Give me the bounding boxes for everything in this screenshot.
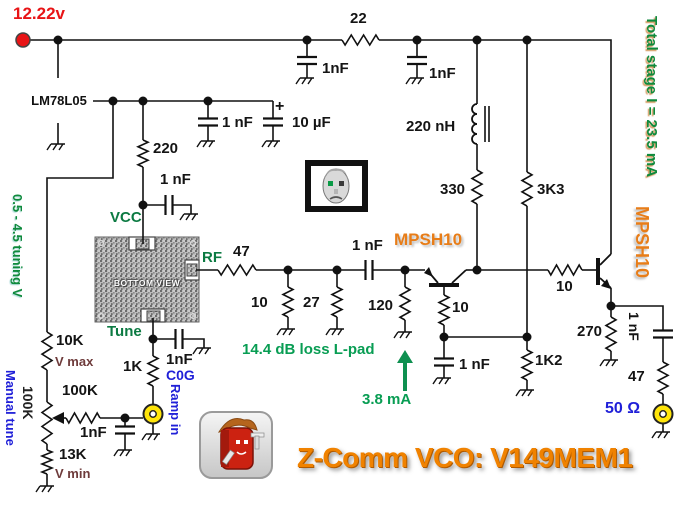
resistor <box>217 263 257 277</box>
resistor <box>281 286 295 318</box>
capacitor <box>164 195 174 215</box>
junction-dot <box>283 265 293 275</box>
vco-package <box>94 236 200 323</box>
resistor <box>40 401 54 445</box>
capacitor <box>174 329 184 349</box>
pixel-face-icon <box>305 160 368 212</box>
pixel-toolman-icon <box>199 411 273 479</box>
supply-terminal <box>15 32 31 48</box>
resistor <box>136 139 150 168</box>
current-arrow-shaft <box>403 363 407 391</box>
resistor <box>39 449 55 475</box>
inductor-core <box>484 106 490 142</box>
junction-dot <box>439 332 449 342</box>
ground-symbol <box>261 140 280 148</box>
wire <box>173 204 192 214</box>
pot-wiper-arrow <box>52 412 64 424</box>
junction-dot <box>400 265 410 275</box>
q1-collector-lead <box>451 269 467 284</box>
resistor <box>398 286 412 321</box>
junction-dot <box>606 301 616 311</box>
junction-dot <box>522 35 532 45</box>
resistor <box>547 263 583 277</box>
junction-dot <box>472 35 482 45</box>
rf-output-connector-center <box>659 410 667 418</box>
capacitor <box>198 117 218 127</box>
ground-symbol <box>113 449 132 457</box>
vco-vcc-pin <box>128 236 156 251</box>
capacitor <box>407 55 427 66</box>
ground-symbol <box>325 328 344 336</box>
junction-dot <box>108 96 118 106</box>
ground-symbol <box>515 389 534 397</box>
q2-arrow <box>601 279 611 289</box>
ground-symbol <box>432 377 451 385</box>
capacitor <box>115 425 135 435</box>
resistor <box>146 355 160 387</box>
resistor <box>604 316 618 352</box>
current-arrow-head <box>397 350 413 363</box>
junction-dot <box>138 200 148 210</box>
ground-symbol <box>141 433 160 441</box>
q1-arrow <box>424 267 433 277</box>
resistor <box>656 361 670 395</box>
ground-symbol <box>651 431 670 439</box>
junction-dot <box>148 334 158 344</box>
resistor <box>40 331 54 371</box>
junction-dot <box>120 413 130 423</box>
ground-symbol <box>599 359 618 367</box>
capacitor <box>434 357 454 367</box>
ground-symbol <box>295 77 314 85</box>
wire <box>183 338 205 348</box>
ground-symbol <box>276 328 295 336</box>
capacitor <box>653 329 673 339</box>
ground-symbol <box>179 213 198 221</box>
resistor <box>330 286 344 318</box>
capacitor <box>297 55 317 66</box>
junction-dot <box>332 265 342 275</box>
junction-dot <box>412 35 422 45</box>
ground-symbol <box>196 140 215 148</box>
resistor <box>437 294 451 326</box>
inductor <box>471 103 478 145</box>
resistor <box>520 349 534 381</box>
ground-symbol <box>192 347 211 355</box>
junction-dot <box>53 35 63 45</box>
resistor <box>470 169 484 205</box>
ramp-in-connector-center <box>149 410 157 418</box>
q2-collector-lead <box>599 253 612 266</box>
capacitor <box>364 260 374 280</box>
capacitor <box>263 117 283 127</box>
ground-symbol <box>393 331 412 339</box>
junction-dot <box>203 96 213 106</box>
ground-symbol <box>35 485 54 493</box>
wire <box>46 101 114 332</box>
wire <box>611 305 664 330</box>
resistor <box>341 33 380 47</box>
resistor <box>520 171 534 207</box>
wire <box>379 39 612 254</box>
ground-symbol <box>405 77 424 85</box>
junction-dot <box>522 332 532 342</box>
q1-base-bar <box>429 283 459 287</box>
resistor <box>65 411 101 425</box>
q2-base-bar <box>596 258 600 285</box>
junction-dot <box>302 35 312 45</box>
ground-symbol <box>46 143 65 151</box>
junction-dot <box>472 265 482 275</box>
junction-dot <box>138 96 148 106</box>
